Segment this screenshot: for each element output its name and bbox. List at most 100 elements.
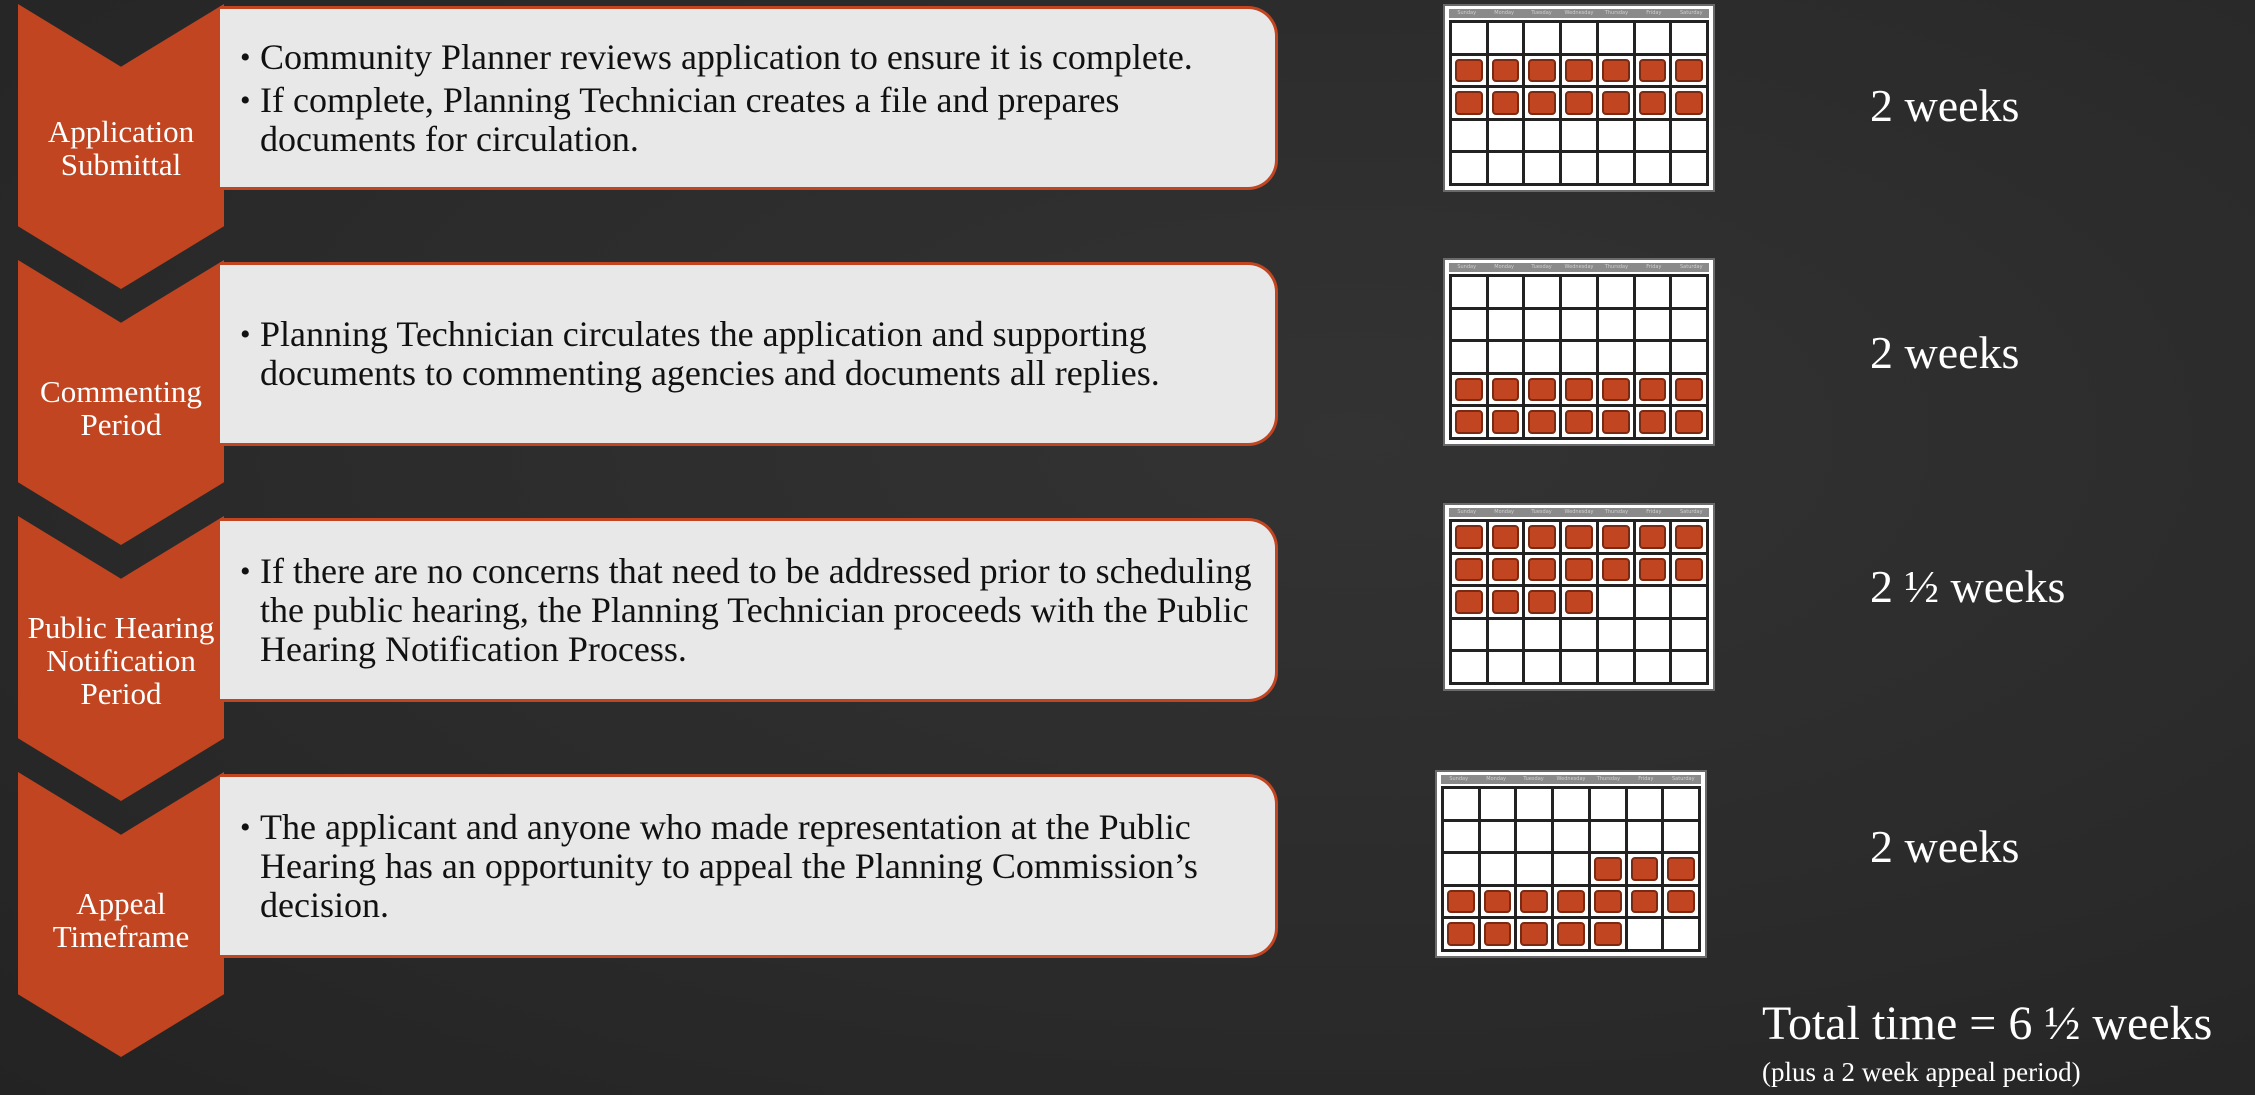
calendar-day: [1635, 342, 1670, 372]
calendar-day: [1554, 821, 1588, 852]
calendar-day: [1525, 309, 1560, 340]
calendar-day: [1672, 587, 1706, 617]
calendar-day: [1562, 619, 1596, 650]
calendar-day-name: Saturday: [1680, 509, 1703, 515]
calendar-day: [1562, 652, 1596, 682]
calendar-day: [1488, 23, 1523, 53]
calendar-day: [1635, 652, 1670, 682]
calendar-day-name: Wednesday: [1564, 509, 1594, 515]
calendar-day-highlighted: [1480, 919, 1515, 949]
calendar-day-highlighted: [1488, 587, 1523, 617]
calendar-day-name: Sunday: [1457, 509, 1477, 515]
calendar-day: [1590, 789, 1625, 819]
calendar-day: [1452, 277, 1486, 307]
calendar-day-highlighted: [1488, 55, 1523, 86]
step-label-commenting-period: Commenting Period: [40, 374, 202, 442]
calendar-day: [1562, 277, 1596, 307]
calendar-day: [1480, 821, 1515, 852]
bullet-item: •Community Planner reviews application t…: [240, 36, 1253, 77]
calendar-day-name: Saturday: [1680, 264, 1703, 270]
calendar-day-highlighted: [1525, 374, 1560, 405]
calendar-day: [1452, 652, 1486, 682]
calendar-day: [1598, 342, 1633, 372]
calendar-day: [1562, 23, 1596, 53]
calendar-day-name: Friday: [1646, 264, 1662, 270]
bullet-text: If complete, Planning Technician creates…: [260, 79, 1120, 159]
bullet-dot-icon: •: [240, 83, 251, 117]
calendar-day-name: Wednesday: [1564, 10, 1594, 16]
calendar-day-highlighted: [1635, 522, 1670, 552]
calendar-day: [1452, 619, 1486, 650]
calendar-day: [1525, 652, 1560, 682]
calendar-day: [1517, 789, 1552, 819]
calendar-day-highlighted: [1452, 554, 1486, 585]
calendar-day-name: Monday: [1494, 10, 1514, 16]
calendar-day-highlighted: [1488, 407, 1523, 437]
calendar-day: [1627, 821, 1662, 852]
step-label-application-submittal: Application Submittal: [47, 114, 195, 182]
calendar-day-name: Thursday: [1604, 509, 1629, 515]
calendar-day: [1672, 23, 1706, 53]
step-duration-application-submittal: 2 weeks: [1870, 80, 2020, 131]
calendar-day: [1598, 309, 1633, 340]
calendar-day-highlighted: [1488, 374, 1523, 405]
calendar-day: [1598, 120, 1633, 151]
calendar-day-highlighted: [1554, 886, 1588, 917]
calendar-day-name: Monday: [1494, 264, 1514, 270]
calendar-day: [1444, 854, 1478, 884]
calendar-day: [1452, 120, 1486, 151]
total-time-note: (plus a 2 week appeal period): [1762, 1057, 2081, 1087]
calendar-day-highlighted: [1488, 88, 1523, 118]
calendar-day: [1525, 120, 1560, 151]
calendar-day-highlighted: [1635, 55, 1670, 86]
calendar-day: [1562, 342, 1596, 372]
calendar-day-highlighted: [1525, 554, 1560, 585]
bullet-text: Community Planner reviews application to…: [260, 36, 1193, 77]
calendar-day: [1664, 821, 1698, 852]
calendar-day-name: Friday: [1646, 509, 1662, 515]
calendar-day-highlighted: [1672, 55, 1706, 86]
calendar-day: [1635, 153, 1670, 183]
calendar-day: [1444, 789, 1478, 819]
step-label-appeal-timeframe: Appeal Timeframe: [52, 886, 190, 954]
calendar-day: [1444, 821, 1478, 852]
calendar-day-highlighted: [1672, 554, 1706, 585]
calendar-day-highlighted: [1590, 854, 1625, 884]
calendar-day-highlighted: [1525, 407, 1560, 437]
calendar-day: [1635, 23, 1670, 53]
calendar-day-highlighted: [1672, 88, 1706, 118]
calendar-day-highlighted: [1562, 374, 1596, 405]
calendar-day-highlighted: [1554, 919, 1588, 949]
calendar-day-name: Sunday: [1457, 10, 1477, 16]
calendar-day-highlighted: [1627, 886, 1662, 917]
calendar-day-highlighted: [1635, 374, 1670, 405]
calendar-day-highlighted: [1590, 886, 1625, 917]
calendar-day: [1525, 619, 1560, 650]
calendar-day-name: Thursday: [1604, 10, 1629, 16]
calendar-day: [1672, 153, 1706, 183]
calendar-day: [1635, 120, 1670, 151]
calendar-day: [1562, 309, 1596, 340]
calendar-day-name: Tuesday: [1531, 264, 1552, 270]
calendar-day: [1562, 120, 1596, 151]
calendar-day: [1488, 120, 1523, 151]
step-duration-appeal-timeframe: 2 weeks: [1870, 821, 2020, 872]
calendar-day: [1525, 342, 1560, 372]
calendar-day: [1452, 342, 1486, 372]
bullet-dot-icon: •: [240, 554, 251, 588]
calendar-day: [1488, 153, 1523, 183]
calendar-day: [1525, 153, 1560, 183]
calendar-day-name: Wednesday: [1556, 776, 1586, 782]
calendar-day-highlighted: [1598, 522, 1633, 552]
calendar-day-highlighted: [1672, 522, 1706, 552]
step-description-public-hearing-notification-period: •If there are no concerns that need to b…: [220, 518, 1278, 702]
calendar-day-name: Thursday: [1596, 776, 1621, 782]
calendar-day: [1480, 789, 1515, 819]
calendar-day: [1627, 919, 1662, 949]
